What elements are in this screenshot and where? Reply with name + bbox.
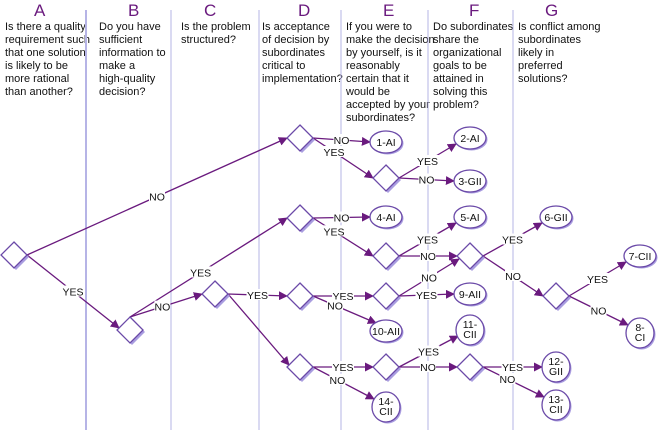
outcome-label: 11- [463,319,478,331]
outcome-label: CII [379,406,392,418]
outcome-node-7: 7-CII [623,244,658,269]
branch-label-no: NO [420,251,436,263]
outcome-label: 7-CII [629,251,652,263]
branch-label-yes: YES [587,274,608,286]
decision-node-e1 [372,164,401,193]
outcome-label: CI [635,332,646,344]
outcome-node-1: 1-AI [369,130,404,155]
decision-node-e4 [372,353,401,382]
branch-label-no: NO [155,302,171,314]
branch-label-no: NO [419,175,435,187]
outcome-label: 6-GII [544,212,567,224]
outcome-node-9: 9-AII [453,282,488,307]
branch-label-yes: YES [323,226,344,238]
outcome-node-4: 4-AI [369,205,404,230]
outcome-node-5: 5-AI [453,205,488,230]
outcome-node-11: 11-CII [455,314,486,347]
branch-label-no: NO [591,306,607,318]
outcome-label: 3-GII [458,176,481,188]
branch-label-yes: YES [502,362,523,374]
branch-label-yes: YES [502,235,523,247]
branch-label-yes: YES [323,147,344,159]
branch-label-no: NO [330,375,346,387]
branch-label-no: NO [327,300,343,312]
branch-label-yes: YES [417,235,438,247]
decision-node-g1 [542,282,571,311]
decision-node-d2 [286,204,315,233]
branch-label-yes: YES [190,267,211,279]
outcome-node-14: 14-CII [371,391,402,424]
column-letter-d: D [298,1,311,20]
branch-arrow [312,217,374,257]
column-letter-b: B [128,1,140,20]
outcome-label: 1-AI [376,137,395,149]
column-letter-c: C [204,1,217,20]
column-letter-a: A [34,1,46,20]
branch-arrow [312,137,374,179]
branch-label-yes: YES [62,287,83,299]
decision-node-d1 [286,124,315,153]
decision-node-e2 [372,242,401,271]
branch-label-no: NO [334,135,350,147]
column-letter-f: F [469,1,480,20]
branch-label-yes: YES [417,156,438,168]
decision-node-c [201,280,230,309]
branch-label-no: NO [149,192,165,204]
outcome-label: 10-AII [372,326,400,338]
branch-label-no: NO [421,273,437,285]
outcome-node-8: 8-CI [625,317,656,350]
branch-label-yes: YES [416,290,437,302]
outcome-label: GII [549,366,563,378]
outcome-node-10: 10-AII [369,319,404,344]
branch-label-yes: YES [418,347,439,359]
branch-label-no: NO [500,374,516,386]
outcome-label: 4-AI [376,212,395,224]
branch-label-yes: YES [247,290,268,302]
decision-node-f1 [456,242,485,271]
outcome-label: 13- [548,394,564,406]
outcome-label: 2-AI [460,133,479,145]
decision-node-e3 [372,282,401,311]
decision-node-b [116,316,145,345]
column-letter-e: E [383,1,395,20]
decision-node-d4 [286,353,315,382]
branch-arrow [312,295,377,324]
branch-label-no: NO [420,362,436,374]
outcome-node-3: 3-GII [453,169,488,194]
decision-node-f4 [456,353,485,382]
outcome-label: CII [549,404,562,416]
branch-arrow [227,293,290,366]
outcome-node-6: 6-GII [539,205,574,230]
branch-label-no: NO [505,271,521,283]
branch-label-no: NO [334,213,350,225]
outcome-label: 5-AI [460,212,479,224]
outcome-node-13: 13-CII [541,389,572,422]
decision-node-a [0,241,29,270]
branch-label-yes: YES [332,362,353,374]
outcome-node-12: 12-GII [541,351,572,384]
outcome-label: CII [463,329,476,341]
decision-node-d3 [286,282,315,311]
outcome-label: 9-AII [459,289,481,301]
outcome-label: 12- [548,356,564,368]
outcome-label: 14- [378,396,394,408]
outcome-label: 8- [635,322,645,334]
column-letter-g: G [545,1,559,20]
outcome-node-2: 2-AI [453,126,488,151]
